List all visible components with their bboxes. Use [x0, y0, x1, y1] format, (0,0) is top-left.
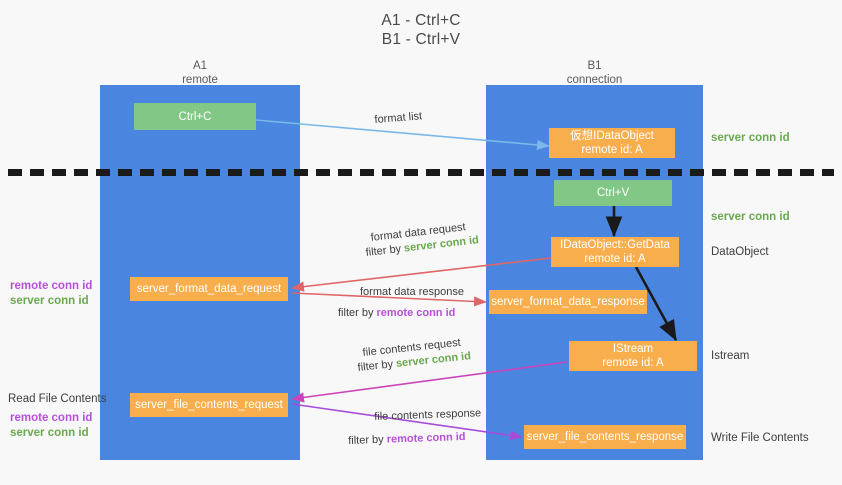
left-label-server-conn-id-1: server conn id [10, 295, 89, 307]
box-server-format-data-response-label: server_format_data_response [491, 296, 645, 308]
filter-prefix: filter by [365, 242, 405, 259]
filter-prefix: filter by [338, 307, 377, 319]
lane-header-b1: B1 connection [486, 59, 703, 87]
left-label-remote-conn-id-1: remote conn id [10, 280, 93, 292]
box-ctrl-v[interactable]: Ctrl+V [554, 180, 672, 206]
left-label-server-conn-id-2: server conn id [10, 427, 89, 439]
right-label-server-conn-id-2: server conn id [711, 211, 790, 223]
box-server-format-data-request[interactable]: server_format_data_request [130, 277, 288, 301]
box-istream-label: IStream [612, 343, 654, 355]
lane-header-b1-title: B1 [587, 60, 602, 72]
box-ctrl-c[interactable]: Ctrl+C [134, 103, 256, 130]
right-label-write-file-contents: Write File Contents [711, 432, 809, 444]
box-ctrl-c-label: Ctrl+C [178, 110, 212, 123]
page-title-line-2: B1 - Ctrl+V [381, 31, 461, 48]
right-label-dataobject: DataObject [711, 246, 769, 258]
phase-divider-dashed-line [8, 169, 834, 176]
box-istream[interactable]: IStream remote id: A [569, 341, 697, 371]
edge-label-file-contents-response: file contents response [374, 407, 482, 423]
page-title-line-1: A1 - Ctrl+C [381, 12, 461, 29]
lane-header-a1: A1 remote [100, 59, 300, 87]
right-label-istream: Istream [711, 350, 750, 362]
box-idataobject-label: 仮想IDataObject [570, 130, 654, 142]
box-idataobject[interactable]: 仮想IDataObject remote id: A [549, 128, 675, 158]
left-label-remote-conn-id-2: remote conn id [10, 412, 93, 424]
box-server-format-data-request-label: server_format_data_request [136, 283, 282, 295]
box-idataobject-getdata-sublabel: remote id: A [584, 253, 646, 265]
left-label-read-file-contents: Read File Contents [8, 393, 107, 405]
lane-header-a1-title: A1 [192, 60, 208, 72]
box-ctrl-v-label: Ctrl+V [596, 187, 630, 199]
filter-value-remote-conn-id: remote conn id [386, 430, 466, 446]
box-idataobject-getdata-label: IDataObject::GetData [560, 239, 670, 251]
box-server-file-contents-response[interactable]: server_file_contents_response [524, 425, 686, 449]
lane-header-a1-subtitle: remote [182, 74, 218, 86]
right-label-server-conn-id-1: server conn id [711, 132, 790, 144]
box-idataobject-sublabel: remote id: A [581, 144, 643, 156]
filter-prefix: filter by [348, 433, 387, 447]
edge-label-file-contents-response-filter: filter by remote conn id [348, 430, 466, 448]
box-idataobject-getdata[interactable]: IDataObject::GetData remote id: A [551, 237, 679, 267]
lane-header-b1-subtitle: connection [566, 74, 623, 86]
filter-value-remote-conn-id: remote conn id [376, 307, 456, 319]
box-istream-sublabel: remote id: A [602, 357, 664, 369]
filter-prefix: filter by [357, 357, 397, 374]
edge-label-format-list: format list [374, 110, 423, 126]
edge-label-format-data-response: format data response [360, 286, 464, 298]
edge-label-format-data-response-filter: filter by remote conn id [338, 306, 455, 320]
box-server-file-contents-request[interactable]: server_file_contents_request [130, 393, 288, 417]
box-server-file-contents-response-label: server_file_contents_response [526, 431, 684, 443]
box-server-file-contents-request-label: server_file_contents_request [135, 399, 283, 411]
box-server-format-data-response[interactable]: server_format_data_response [489, 290, 647, 314]
